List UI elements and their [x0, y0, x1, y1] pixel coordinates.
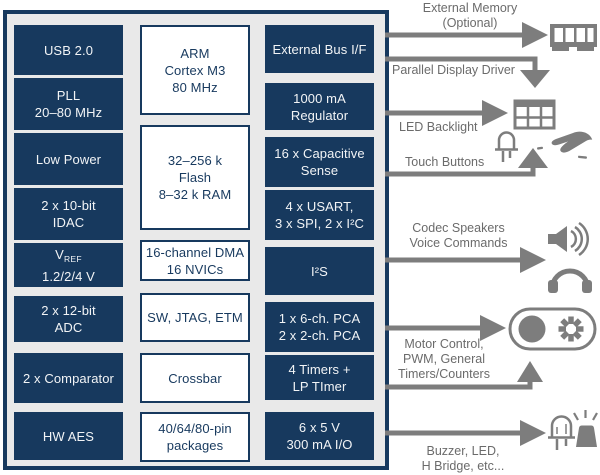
label-codec-speakers: Codec Speakers Voice Commands [409, 221, 508, 250]
label-motor-control: Motor Control, PWM, General Timers/Count… [398, 337, 490, 381]
speaker-icon [548, 221, 589, 257]
label-buzzer-led: Buzzer, LED, H Bridge, etc... [421, 444, 505, 473]
vref-line2: 1.2/2/4 V [42, 268, 95, 284]
block-i2s: I²S [265, 247, 374, 295]
block-pll: PLL 20–80 MHz [14, 78, 123, 130]
block-adc: 2 x 12-bit ADC [14, 296, 123, 342]
label-external-memory: External Memory (Optional) [422, 1, 518, 30]
touch-hand-icon [537, 131, 593, 159]
arrow-parallel-display-driver [385, 56, 550, 88]
block-cap-sense: 16 x Capacitive Sense [265, 137, 374, 187]
arrow-codec [385, 247, 546, 273]
block-hw-aes: HW AES [14, 412, 123, 460]
arrow-motor [385, 315, 506, 341]
arrow-touch-buttons [385, 148, 548, 177]
memory-module-icon [550, 24, 597, 51]
block-debug: SW, JTAG, ETM [140, 293, 250, 342]
block-flash-ram: 32–256 k Flash 8–32 k RAM [140, 125, 250, 230]
headphones-icon [548, 268, 592, 293]
block-packages: 40/64/80-pin packages [140, 412, 250, 462]
block-serial: 4 x USART, 3 x SPI, 2 x I²C [265, 190, 374, 240]
led-icon [548, 415, 575, 450]
vref-line1: VREF [55, 246, 82, 264]
label-parallel-display-driver: Parallel Display Driver [392, 63, 515, 77]
block-comparator: 2 x Comparator [14, 353, 123, 403]
motor-icon [508, 307, 597, 351]
block-regulator: 1000 mA Regulator [265, 83, 374, 130]
block-low-power: Low Power [14, 133, 123, 185]
arrow-buzzer [385, 420, 546, 446]
block-io: 6 x 5 V 300 mA I/O [265, 412, 374, 460]
block-arm-core: ARM Cortex M3 80 MHz [140, 25, 250, 115]
block-dma-nvic: 16-channel DMA 16 NVICs [140, 240, 250, 281]
block-usb: USB 2.0 [14, 25, 123, 75]
label-touch-buttons: Touch Buttons [405, 155, 485, 169]
buzzer-icon [573, 410, 598, 447]
block-vref: VREF 1.2/2/4 V [14, 243, 123, 287]
block-idac: 2 x 10-bit IDAC [14, 188, 123, 240]
led-icon [495, 131, 518, 162]
block-pca: 1 x 6-ch. PCA 2 x 2-ch. PCA [265, 302, 374, 352]
arrow-timers-elbow [385, 361, 543, 390]
label-led-backlight: LED Backlight [399, 120, 478, 134]
block-external-bus: External Bus I/F [265, 25, 374, 73]
arrow-led-backlight [385, 100, 508, 126]
display-grid-icon [513, 99, 556, 130]
block-timers: 4 Timers + LP TImer [265, 355, 374, 400]
block-crossbar: Crossbar [140, 353, 250, 403]
arrow-external-memory [385, 22, 548, 48]
